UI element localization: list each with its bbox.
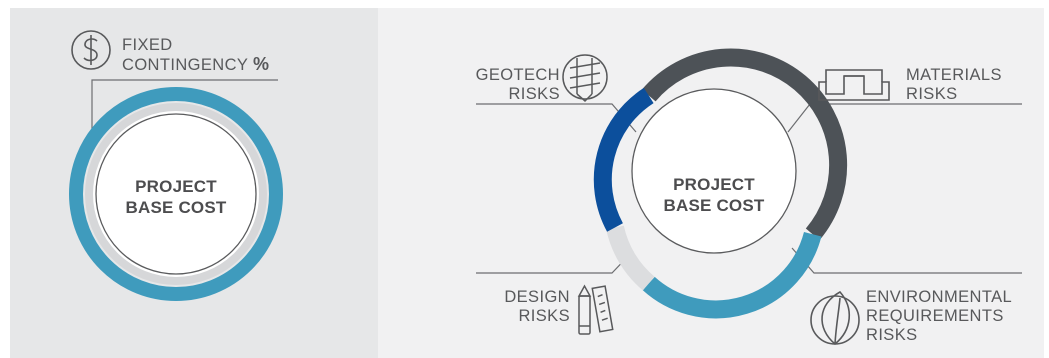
environmental-label-line1: ENVIRONMENTAL [866,288,1013,306]
environmental-connector-line [791,247,1022,274]
materials-label-line1: MATERIALS [906,66,1002,84]
steel-beam-icon [818,69,890,101]
leaf-icon [810,290,860,346]
design-connector-line [476,250,634,274]
right-center-text: PROJECT BASE COST [634,174,794,216]
geotech-label-line2: RISKS [508,85,560,103]
environmental-risk-segment [642,231,822,319]
geotech-label-line1: GEOTECH [475,66,560,84]
contingency-label-line2: CONTINGENCY [122,56,249,74]
contingency-ring [69,87,283,301]
design-risk-segment [606,225,655,291]
fixed-contingency-panel: FIXED CONTINGENCY % PROJECT BASE COST [10,8,378,358]
fixed-contingency-diagram [69,30,283,301]
risk-breakdown-diagram [476,48,1022,346]
pencil-ruler-icon [577,284,614,335]
geotech-risk-segment [593,87,654,232]
contingency-connector-line [91,79,278,132]
base-cost-circle [95,113,257,275]
dollar-circle-icon [71,30,111,70]
right-center-line2: BASE COST [663,196,765,215]
drill-icon [562,54,608,103]
materials-label-line2: RISKS [906,85,958,103]
environmental-requirements-risks-label: ENVIRONMENTAL REQUIREMENTS RISKS [866,288,1012,345]
left-center-line1: PROJECT [135,177,217,196]
design-label-line1: DESIGN [504,288,570,306]
fixed-contingency-label: FIXED CONTINGENCY % [122,36,269,75]
percent-symbol: % [253,54,270,74]
materials-risk-segment [641,48,848,241]
left-center-line2: BASE COST [125,198,227,217]
fixed-label-line1: FIXED [122,36,173,54]
design-label-line2: RISKS [518,307,570,325]
base-cost-circle [631,88,797,254]
design-risks-label: DESIGN RISKS [474,288,570,326]
risk-breakdown-panel: GEOTECH RISKS MATERIALS RISKS ENVIRONMEN… [378,8,1044,358]
materials-risks-label: MATERIALS RISKS [906,66,1002,104]
geotech-risks-label: GEOTECH RISKS [464,66,560,104]
environmental-label-line2: REQUIREMENTS [866,307,1004,325]
left-center-text: PROJECT BASE COST [96,176,256,218]
environmental-label-line3: RISKS [866,326,918,344]
right-center-line1: PROJECT [673,175,755,194]
